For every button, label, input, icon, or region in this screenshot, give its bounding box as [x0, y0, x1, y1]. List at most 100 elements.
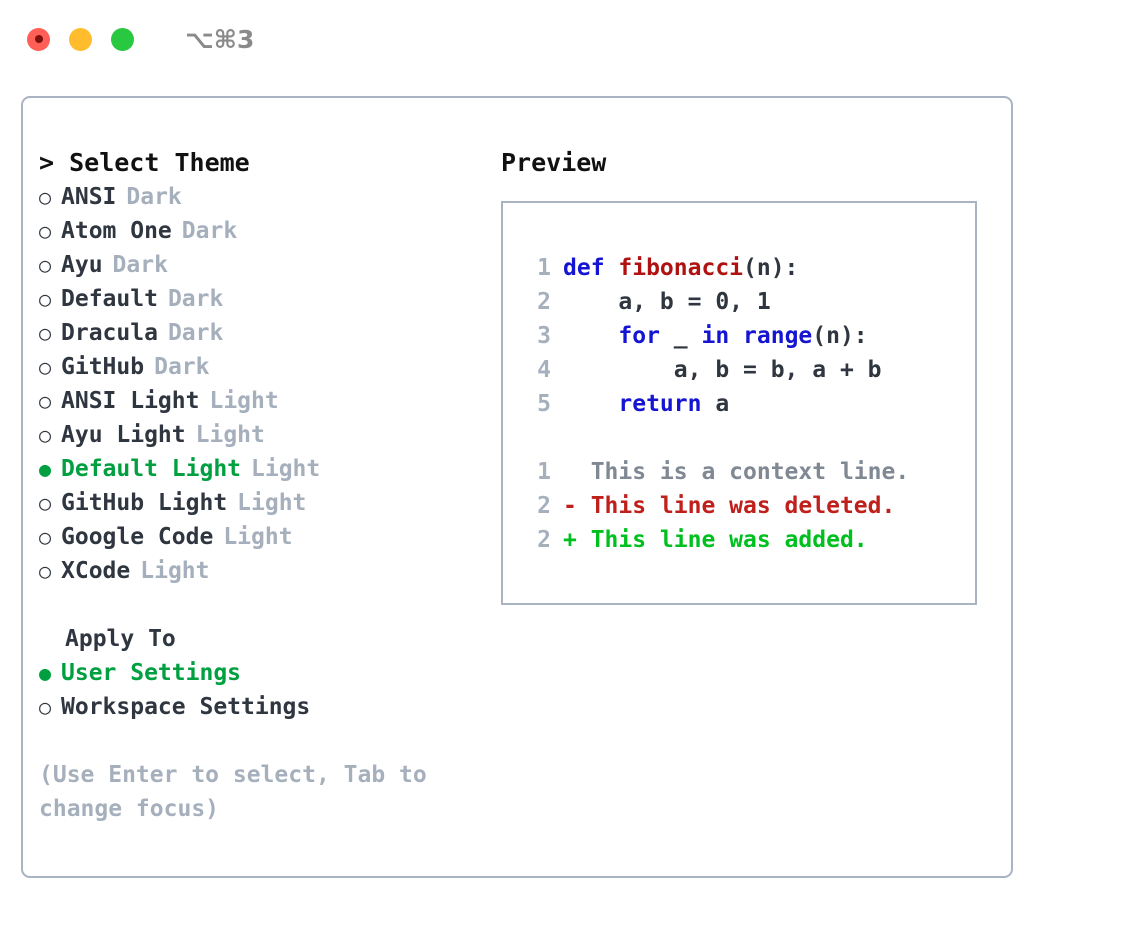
code-line-number: 5 [537, 391, 551, 417]
diff-line: 2 + This line was added. [517, 523, 975, 557]
code-line: 5 return a [517, 387, 975, 421]
theme-option-dracula[interactable]: ○ Dracula Dark [39, 316, 489, 350]
theme-option-label: XCode [61, 558, 131, 584]
theme-option-label: GitHub [61, 354, 145, 380]
code-line-number: 4 [537, 357, 551, 383]
radio-unselected-icon: ○ [39, 321, 52, 345]
theme-option-github-light[interactable]: ○ GitHub Light Light [39, 486, 489, 520]
keyboard-hint: (Use Enter to select, Tab to change focu… [39, 762, 441, 822]
theme-option-label: Default Light [61, 456, 242, 482]
theme-option-kind-badge: Dark [154, 354, 210, 380]
code-token: a [701, 391, 730, 417]
theme-option-kind-badge: Light [209, 388, 279, 414]
window-title: ⌥⌘3 [185, 24, 255, 54]
code-line-number: 3 [537, 323, 551, 349]
diff-line-number: 2 [537, 527, 551, 553]
diff-line-text: This is a context line. [563, 459, 910, 485]
radio-unselected-icon: ○ [39, 423, 52, 447]
code-line-text: a, b = b, a + b [563, 353, 882, 387]
theme-option-label: Dracula [61, 320, 158, 346]
diff-line-number: 1 [537, 459, 551, 485]
diff-sample: 1 This is a context line. 2 - This line wa… [517, 455, 975, 557]
code-token: a, b = b, a + b [563, 357, 882, 383]
minimize-window-button[interactable] [69, 27, 92, 51]
diff-line-text: + This line was added. [563, 527, 868, 553]
maximize-window-button[interactable] [111, 27, 134, 51]
diff-line: 2 - This line was deleted. [517, 489, 975, 523]
theme-option-ayu-light[interactable]: ○ Ayu Light Light [39, 418, 489, 452]
apply-to-option-label: User Settings [61, 660, 242, 686]
diff-line-number: 2 [537, 493, 551, 519]
theme-option-kind-badge: Light [237, 490, 307, 516]
code-token: fibonacci [618, 255, 744, 281]
theme-option-label: Ayu [61, 252, 103, 278]
apply-to-list[interactable]: ● User Settings ○ Workspace Settings [39, 656, 489, 724]
radio-unselected-icon: ○ [39, 355, 52, 379]
code-line: 4 a, b = b, a + b [517, 353, 975, 387]
theme-option-label: Default [61, 286, 158, 312]
code-line: 2 a, b = 0, 1 [517, 285, 975, 319]
theme-option-github[interactable]: ○ GitHub Dark [39, 350, 489, 384]
apply-to-option-label: Workspace Settings [61, 694, 311, 720]
code-token: def [563, 255, 619, 281]
code-line: 3 for _ in range(n): [517, 319, 975, 353]
radio-unselected-icon: ○ [39, 525, 52, 549]
select-theme-heading: > Select Theme [39, 148, 250, 177]
radio-unselected-icon: ○ [39, 287, 52, 311]
code-token: in range [701, 323, 813, 349]
title-bar: ⌥⌘3 [0, 0, 1140, 78]
theme-option-default[interactable]: ○ Default Dark [39, 282, 489, 316]
radio-unselected-icon: ○ [39, 389, 52, 413]
theme-option-google-code[interactable]: ○ Google Code Light [39, 520, 489, 554]
radio-selected-icon: ● [39, 661, 52, 685]
theme-option-kind-badge: Dark [112, 252, 168, 278]
radio-unselected-icon: ○ [39, 219, 52, 243]
theme-option-ansi-light[interactable]: ○ ANSI Light Light [39, 384, 489, 418]
code-line-text: for _ in range(n): [563, 319, 867, 353]
list-spacer [39, 588, 489, 622]
theme-option-kind-badge: Light [140, 558, 210, 584]
apply-to-option-workspace-settings[interactable]: ○ Workspace Settings [39, 690, 489, 724]
close-window-button[interactable] [27, 27, 50, 51]
code-token [563, 323, 618, 349]
radio-unselected-icon: ○ [39, 491, 52, 515]
theme-option-kind-badge: Dark [126, 184, 182, 210]
code-line-text: return a [563, 387, 729, 421]
diff-line: 1 This is a context line. [517, 455, 975, 489]
diff-line-text: - This line was deleted. [563, 493, 896, 519]
theme-option-label: GitHub Light [61, 490, 228, 516]
theme-option-kind-badge: Light [223, 524, 293, 550]
code-token [563, 391, 618, 417]
theme-option-kind-badge: Light [195, 422, 265, 448]
traffic-light-group [27, 27, 134, 51]
apply-to-heading: Apply To [65, 626, 176, 652]
code-token: return [618, 391, 702, 417]
theme-option-label: Google Code [61, 524, 214, 550]
radio-selected-icon: ● [39, 457, 52, 481]
radio-unselected-icon: ○ [39, 695, 52, 719]
code-token: a, b = 0, 1 [563, 289, 771, 315]
theme-option-kind-badge: Dark [167, 286, 224, 312]
code-line-number: 1 [537, 255, 551, 281]
theme-option-label: ANSI Light [61, 388, 200, 414]
theme-option-label: Ayu Light [61, 422, 186, 448]
theme-option-label: ANSI [61, 184, 117, 210]
code-token: for [618, 323, 660, 349]
theme-option-kind-badge: Dark [181, 218, 238, 244]
code-line-number: 2 [537, 289, 551, 315]
theme-option-kind-badge: Dark [167, 320, 224, 346]
apply-to-option-user-settings[interactable]: ● User Settings [39, 656, 489, 690]
